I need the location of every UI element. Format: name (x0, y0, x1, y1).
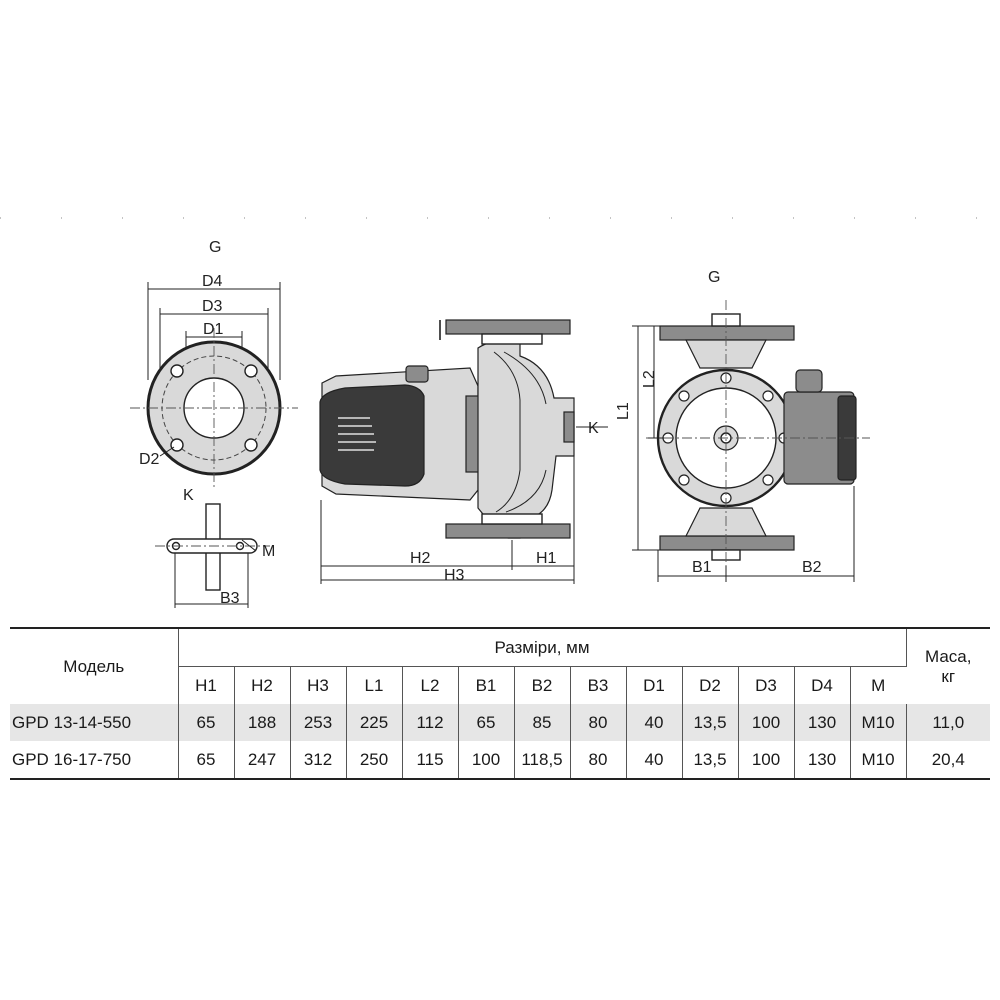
mass-header-line1: Маса, (925, 646, 972, 666)
col-header: B2 (514, 666, 571, 704)
value-cell: 225 (346, 704, 403, 741)
label-b1: B1 (692, 559, 712, 576)
label-l2: L2 (641, 370, 658, 388)
label-g-side: G (708, 269, 720, 286)
label-d3: D3 (202, 298, 223, 315)
col-header: H2 (234, 666, 291, 704)
label-m: M (262, 543, 275, 560)
value-cell: 65 (178, 704, 235, 741)
dimensions-header: Разміри, мм (178, 627, 907, 667)
label-l1: L1 (615, 402, 632, 420)
label-h2: H2 (410, 550, 431, 567)
mass-cell: 20,4 (906, 741, 990, 780)
counter-flange-view (155, 503, 270, 608)
pump-dimension-drawing: G D4 D3 D1 D2 K M B3 (0, 217, 1000, 608)
col-header: H3 (290, 666, 347, 704)
value-cell: 112 (402, 704, 459, 741)
label-k-side: K (588, 420, 599, 437)
value-cell: 13,5 (682, 704, 739, 741)
value-cell: 40 (626, 741, 683, 780)
value-cell: 80 (570, 741, 627, 780)
value-cell: 130 (794, 704, 851, 741)
col-header: M (850, 666, 906, 704)
model-cell: GPD 13-14-550 (10, 704, 179, 741)
value-cell: 312 (290, 741, 347, 780)
value-cell: 118,5 (514, 741, 571, 780)
col-header: B1 (458, 666, 515, 704)
value-cell: 100 (738, 741, 795, 780)
col-header: L1 (346, 666, 403, 704)
mass-header: Маса, кг (906, 627, 990, 704)
value-cell: 13,5 (682, 741, 739, 780)
model-header: Модель (10, 627, 179, 704)
col-header: D1 (626, 666, 683, 704)
value-cell: 65 (458, 704, 515, 741)
value-cell: 85 (514, 704, 571, 741)
value-cell: 40 (626, 704, 683, 741)
label-d1: D1 (203, 321, 224, 338)
model-cell: GPD 16-17-750 (10, 741, 179, 780)
pump-side-view (319, 319, 608, 584)
flange-front-view (130, 282, 298, 488)
col-header: H1 (178, 666, 235, 704)
dimensions-table: Модель Разміри, мм Маса, кг H1 H2 H3 L1 … (10, 627, 990, 780)
value-cell: 250 (346, 741, 403, 780)
label-g-front: G (209, 239, 221, 256)
value-cell: 130 (794, 741, 851, 780)
label-h1: H1 (536, 550, 557, 567)
mass-cell: 11,0 (906, 704, 990, 741)
col-header: D2 (682, 666, 739, 704)
label-d2: D2 (139, 451, 160, 468)
value-cell: M10 (850, 704, 907, 741)
col-header: B3 (570, 666, 627, 704)
value-cell: 253 (290, 704, 347, 741)
value-cell: 247 (234, 741, 291, 780)
value-cell: 100 (738, 704, 795, 741)
label-d4: D4 (202, 273, 223, 290)
pump-end-view (632, 300, 870, 582)
value-cell: 100 (458, 741, 515, 780)
col-header: D3 (738, 666, 795, 704)
value-cell: 115 (402, 741, 459, 780)
table-row: GPD 13-14-550 65 188 253 225 112 65 85 8… (10, 704, 990, 741)
mass-header-line2: кг (941, 666, 956, 686)
label-b3: B3 (220, 590, 240, 607)
table-row: GPD 16-17-750 65 247 312 250 115 100 118… (10, 741, 990, 780)
label-h3: H3 (444, 567, 465, 584)
col-header: L2 (402, 666, 459, 704)
value-cell: 188 (234, 704, 291, 741)
value-cell: M10 (850, 741, 907, 780)
value-cell: 65 (178, 741, 235, 780)
label-b2: B2 (802, 559, 822, 576)
value-cell: 80 (570, 704, 627, 741)
label-k-front: K (183, 487, 194, 504)
col-header: D4 (794, 666, 851, 704)
